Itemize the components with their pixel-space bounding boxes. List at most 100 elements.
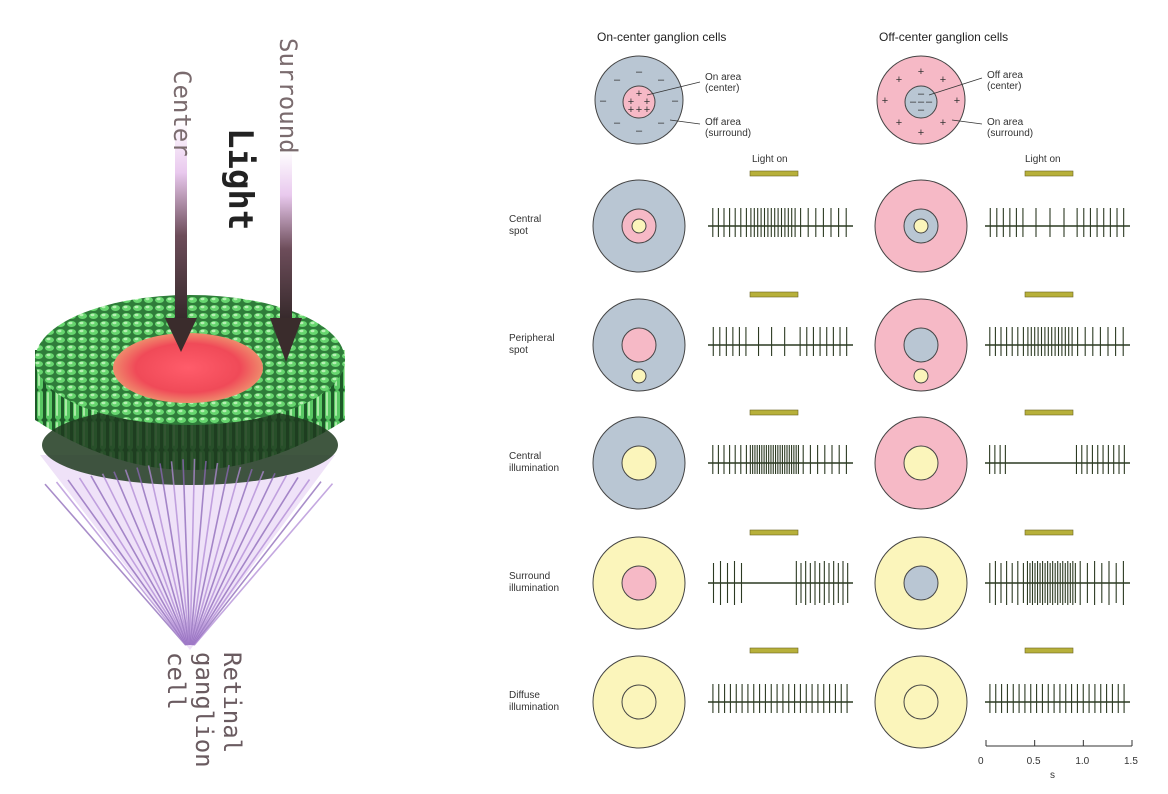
- spike-train-on-1: [708, 327, 853, 356]
- spike-train-off-3: [985, 561, 1130, 605]
- axis-unit-label: s: [1050, 770, 1055, 781]
- legend-off-receptive-field: +++ ++ +++ ––– ––: [876, 55, 983, 145]
- axis-tick-label-2: 1.0: [1075, 756, 1090, 767]
- svg-text:+: +: [896, 74, 902, 86]
- receptive-field-off-4: [874, 655, 968, 749]
- column-title-off: Off-center ganglion cells: [879, 30, 1009, 44]
- receptive-field-on-2: [592, 416, 686, 510]
- receptive-field-center: [113, 333, 263, 403]
- svg-text:+: +: [896, 117, 902, 129]
- svg-text:+: +: [940, 117, 946, 129]
- receptive-field-off-1: [874, 298, 968, 392]
- svg-text:–: –: [614, 117, 621, 129]
- light-on-bar-off-1: [1024, 291, 1074, 298]
- spike-train-on-2: [708, 445, 853, 474]
- row-label-3-line-0: Surround: [509, 571, 551, 582]
- light-label: Light: [220, 128, 260, 231]
- light-on-bar-on-1: [749, 291, 799, 298]
- receptive-field-on-3: [592, 536, 686, 630]
- legend-off-surround-line1: On area: [987, 117, 1024, 128]
- ganglion-diagram: On-center ganglion cells Off-center gang…: [495, 0, 1168, 789]
- row-label-0-line-0: Central: [509, 214, 542, 225]
- spike-train-off-1: [985, 327, 1130, 356]
- light-on-bar-on-0: [749, 170, 799, 177]
- row-label-4-line-0: Diffuse: [509, 690, 540, 701]
- retina-illustration: Light Center Surround Retinal ganglion c…: [0, 0, 380, 789]
- svg-text:–: –: [636, 125, 643, 137]
- light-on-label-on: Light on: [752, 154, 788, 165]
- row-label-3-line-1: illumination: [509, 583, 560, 594]
- spike-train-off-4: [985, 684, 1130, 713]
- center-label: Center: [168, 70, 196, 157]
- surround-label: Surround: [274, 38, 302, 154]
- receptive-field-on-0: [592, 179, 686, 273]
- svg-text:–: –: [672, 95, 679, 107]
- row-label-1-line-1: spot: [509, 345, 528, 356]
- legend-on-surround-line2: (surround): [705, 128, 752, 139]
- svg-text:+: +: [954, 95, 960, 107]
- row-label-0-line-1: spot: [509, 226, 528, 237]
- axis-tick-label-1: 0.5: [1026, 756, 1041, 767]
- svg-text:+: +: [918, 66, 924, 78]
- ganglion-label-line-1: Retinal: [218, 652, 246, 754]
- light-on-bar-on-4: [749, 647, 799, 654]
- receptive-field-on-1: [592, 298, 686, 392]
- row-label-2-line-1: illumination: [509, 463, 560, 474]
- light-on-bar-off-2: [1024, 409, 1074, 416]
- light-spot: [631, 218, 647, 234]
- legend-on-center-line1: On area: [705, 72, 742, 83]
- svg-text:+: +: [644, 104, 650, 116]
- spike-train-off-2: [985, 445, 1130, 474]
- legend-off-center-line1: Off area: [987, 70, 1023, 81]
- spike-train-on-0: [708, 208, 853, 237]
- light-on-bar-off-4: [1024, 647, 1074, 654]
- row-label-2-line-0: Central: [509, 451, 542, 462]
- axis-tick-label-3: 1.5: [1124, 756, 1138, 767]
- svg-text:–: –: [918, 88, 925, 100]
- svg-text:–: –: [636, 66, 643, 78]
- svg-text:–: –: [658, 74, 665, 86]
- spike-train-off-0: [985, 208, 1130, 237]
- svg-text:+: +: [940, 74, 946, 86]
- legend-on-receptive-field: ––– –– ––– +++ +++: [594, 55, 701, 145]
- svg-text:+: +: [882, 95, 888, 107]
- light-spot: [913, 368, 929, 384]
- spike-train-on-4: [708, 684, 853, 713]
- svg-text:–: –: [926, 96, 933, 108]
- light-on-bar-on-2: [749, 409, 799, 416]
- svg-text:–: –: [658, 117, 665, 129]
- svg-text:–: –: [918, 96, 925, 108]
- light-spot: [631, 368, 647, 384]
- receptive-field-on-4: [592, 655, 686, 749]
- svg-text:+: +: [644, 96, 650, 108]
- svg-text:–: –: [918, 104, 925, 116]
- svg-text:–: –: [910, 96, 917, 108]
- svg-text:–: –: [614, 74, 621, 86]
- legend-on-center-line2: (center): [705, 83, 740, 94]
- svg-text:+: +: [628, 96, 634, 108]
- time-axis: [985, 740, 1133, 747]
- center-arrow-icon: [165, 120, 197, 352]
- svg-text:+: +: [918, 127, 924, 139]
- light-on-bar-on-3: [749, 529, 799, 536]
- ganglion-label-line-3: cell: [162, 652, 190, 710]
- legend-off-center-line2: (center): [987, 81, 1022, 92]
- axis-tick-label-0: 0: [978, 756, 984, 767]
- receptive-field-off-2: [874, 416, 968, 510]
- diagram-shapes: ––– –– ––– +++ +++ +++ ++ +++ ––– ––: [592, 55, 1133, 749]
- legend-on-surround-line1: Off area: [705, 117, 741, 128]
- light-on-bar-off-3: [1024, 529, 1074, 536]
- retina-disc-dark-band: [42, 405, 338, 485]
- light-spot: [913, 218, 929, 234]
- column-title-on: On-center ganglion cells: [597, 30, 727, 44]
- light-on-label-off: Light on: [1025, 154, 1061, 165]
- surround-arrow-icon: [270, 150, 302, 362]
- light-on-bar-off-0: [1024, 170, 1074, 177]
- legend-off-surround-line2: (surround): [987, 128, 1034, 139]
- row-label-4-line-1: illumination: [509, 702, 560, 713]
- row-label-1-line-0: Peripheral: [509, 333, 555, 344]
- spike-train-on-3: [708, 561, 853, 605]
- svg-text:+: +: [636, 88, 642, 100]
- svg-text:+: +: [628, 104, 634, 116]
- svg-text:+: +: [636, 104, 642, 116]
